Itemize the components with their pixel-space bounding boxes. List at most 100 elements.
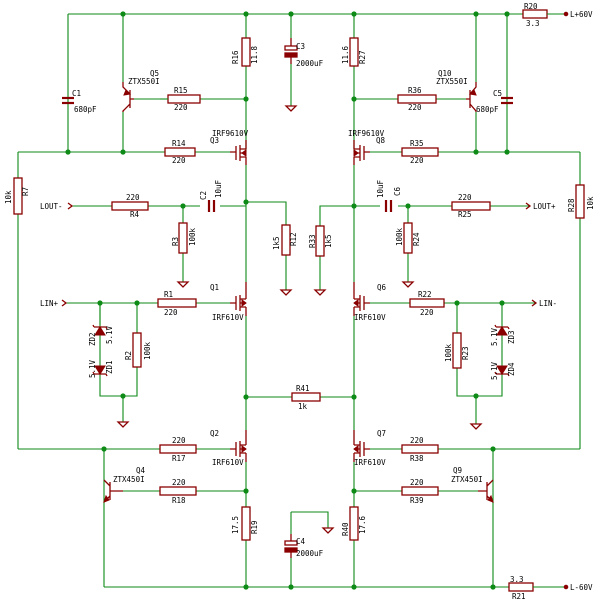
svg-text:220: 220 <box>408 103 422 112</box>
svg-text:R23: R23 <box>461 346 470 360</box>
junction-dots <box>65 11 510 590</box>
svg-text:R20: R20 <box>524 2 538 11</box>
svg-text:ZTX550I: ZTX550I <box>436 77 468 86</box>
svg-text:100k: 100k <box>143 341 152 360</box>
svg-text:220: 220 <box>172 478 186 487</box>
svg-text:Q10: Q10 <box>438 69 452 78</box>
svg-text:220: 220 <box>172 436 186 445</box>
svg-text:R19: R19 <box>250 520 259 534</box>
svg-text:Q8: Q8 <box>376 136 386 145</box>
svg-text:R12: R12 <box>289 232 298 246</box>
supply-negative-label: L-60V <box>570 583 593 592</box>
svg-text:ZD2: ZD2 <box>88 332 97 346</box>
svg-text:11.8: 11.8 <box>250 45 259 64</box>
svg-text:R27: R27 <box>358 50 367 64</box>
svg-text:Q1: Q1 <box>210 283 219 292</box>
mosfet-q3: Q3 IRF9610V <box>210 129 249 165</box>
svg-text:Q6: Q6 <box>377 283 387 292</box>
svg-text:R35: R35 <box>410 139 424 148</box>
svg-text:680pF: 680pF <box>476 105 499 114</box>
svg-text:C2: C2 <box>199 191 208 200</box>
svg-text:680pF: 680pF <box>74 105 97 114</box>
svg-text:1k5: 1k5 <box>272 236 281 250</box>
svg-text:R7: R7 <box>21 187 30 196</box>
svg-text:R4: R4 <box>130 210 140 219</box>
svg-text:10k: 10k <box>4 190 13 204</box>
lin-minus-label: LIN- <box>539 299 557 308</box>
bjt-q9: Q9 ZTX450I <box>451 466 494 503</box>
svg-text:Q9: Q9 <box>453 466 462 475</box>
svg-text:3.3: 3.3 <box>510 575 524 584</box>
bjt-q10: Q10 ZTX550I <box>436 69 477 112</box>
svg-text:ZTX450I: ZTX450I <box>113 475 145 484</box>
svg-text:Q2: Q2 <box>210 429 219 438</box>
svg-text:Q3: Q3 <box>210 136 219 145</box>
svg-text:R18: R18 <box>172 496 186 505</box>
supply-positive-label: L+60V <box>570 10 593 19</box>
svg-text:R17: R17 <box>172 454 186 463</box>
bjt-q4: Q4 ZTX450I <box>103 466 146 503</box>
svg-text:C1: C1 <box>72 89 81 98</box>
svg-text:220: 220 <box>410 478 424 487</box>
supply-terminals: R20 3.3 L+60V 3.3 R21 L-60V <box>508 2 593 600</box>
svg-text:3.3: 3.3 <box>526 19 540 28</box>
svg-text:ZD4: ZD4 <box>507 362 516 376</box>
resistors: R15 220 R14 220 R16 11.8 10k R7 220 R4 R… <box>4 37 595 541</box>
svg-text:17.6: 17.6 <box>358 515 367 534</box>
svg-text:10uF: 10uF <box>214 179 223 198</box>
svg-text:R28: R28 <box>567 198 576 212</box>
svg-text:R25: R25 <box>458 210 472 219</box>
svg-text:R41: R41 <box>296 384 310 393</box>
svg-text:220: 220 <box>164 308 178 317</box>
mosfet-q6: Q6 IRF610V <box>353 282 387 322</box>
io-terminals: LOUT- LOUT+ LIN+ LIN- <box>40 202 557 308</box>
svg-text:220: 220 <box>420 308 434 317</box>
capacitors: C1 680pF C2 10uF C3 2000uF C4 2000uF C5 … <box>62 38 513 558</box>
svg-text:R16: R16 <box>231 50 240 64</box>
svg-text:Q5: Q5 <box>150 69 159 78</box>
svg-text:ZD1: ZD1 <box>105 360 114 374</box>
svg-text:ZTX550I: ZTX550I <box>128 77 160 86</box>
svg-text:R39: R39 <box>410 496 424 505</box>
svg-text:IRF9610V: IRF9610V <box>212 129 249 138</box>
svg-text:100k: 100k <box>395 227 404 246</box>
svg-text:R15: R15 <box>174 86 188 95</box>
svg-text:11.6: 11.6 <box>341 45 350 64</box>
ground-symbols <box>116 105 483 534</box>
svg-text:R2: R2 <box>124 351 133 360</box>
svg-text:5.1V: 5.1V <box>105 325 114 344</box>
svg-text:R14: R14 <box>172 139 186 148</box>
svg-text:10k: 10k <box>586 196 595 210</box>
mosfet-q8: Q8 IRF9610V <box>348 129 386 165</box>
svg-text:220: 220 <box>410 436 424 445</box>
lout-minus-label: LOUT- <box>40 202 63 211</box>
svg-text:R33: R33 <box>308 234 317 248</box>
svg-text:220: 220 <box>458 193 472 202</box>
svg-text:10uF: 10uF <box>376 179 385 198</box>
svg-text:R3: R3 <box>171 237 180 246</box>
zener-diodes: ZD2 5.1V 5.1V ZD1 5.1V ZD3 5.1V ZD4 <box>88 303 516 380</box>
svg-text:R38: R38 <box>410 454 424 463</box>
svg-text:IRF610V: IRF610V <box>212 458 244 467</box>
svg-text:1k: 1k <box>298 402 308 411</box>
svg-text:R40: R40 <box>341 522 350 536</box>
svg-text:Q7: Q7 <box>377 429 386 438</box>
svg-text:R22: R22 <box>418 290 432 299</box>
svg-text:IRF610V: IRF610V <box>212 313 244 322</box>
svg-text:5.1V: 5.1V <box>490 361 499 380</box>
mosfet-q7: Q7 IRF610V <box>353 429 386 467</box>
svg-text:220: 220 <box>410 156 424 165</box>
svg-text:IRF610V: IRF610V <box>354 458 386 467</box>
svg-text:C6: C6 <box>393 186 402 196</box>
svg-text:17.5: 17.5 <box>231 516 240 534</box>
svg-text:ZD3: ZD3 <box>507 330 516 344</box>
svg-text:R36: R36 <box>408 86 422 95</box>
mosfet-q2: Q2 IRF610V <box>210 429 247 467</box>
svg-text:R24: R24 <box>412 232 421 246</box>
svg-text:5.1V: 5.1V <box>88 359 97 378</box>
bjt-q5: Q5 ZTX550I <box>122 69 160 112</box>
svg-text:1k5: 1k5 <box>324 234 333 248</box>
svg-text:2000uF: 2000uF <box>296 59 324 68</box>
svg-text:Q4: Q4 <box>136 466 146 475</box>
